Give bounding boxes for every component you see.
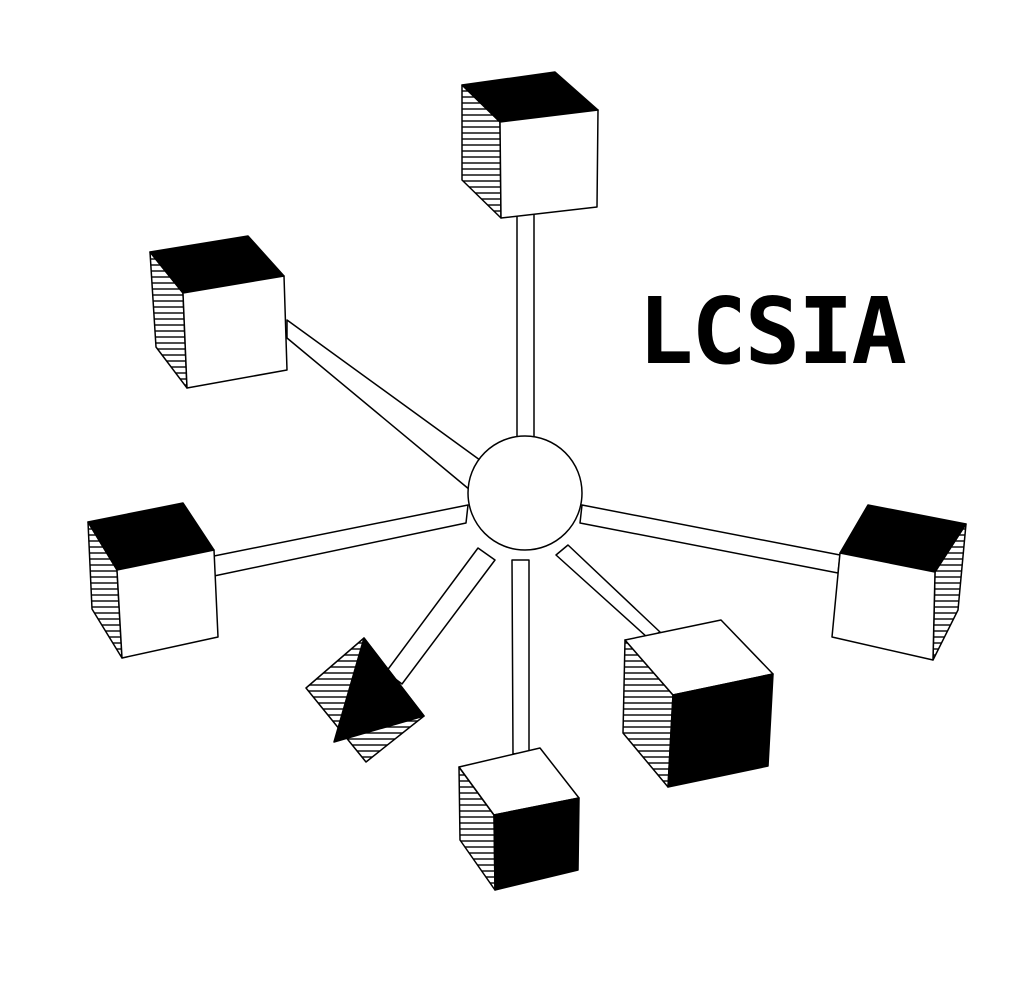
cube-nodes [87,71,967,891]
spoke-left [213,504,469,577]
logo-wordmark: LCSIA [638,278,907,385]
spoke-lower-left [385,547,496,685]
cube-front-face [493,797,580,891]
tetrahedron-node [305,637,425,763]
spoke-bottom [511,559,530,755]
hub-joints [469,437,581,549]
cube-front-face [182,275,288,389]
spoke-upper-left [286,319,485,491]
cube-top [461,71,599,219]
cube-front-face [499,109,599,219]
spokes [213,209,841,755]
tetrahedron-face [333,637,425,743]
cube-front-face [831,552,936,661]
spoke-right [579,504,841,574]
cube-left [87,502,219,659]
spoke-lower-right [555,544,661,639]
cube-front-face [116,549,219,659]
cube-lower-right [622,619,774,788]
cube-bottom [458,747,580,891]
cube-upper-left [149,235,288,389]
cube-right [831,504,967,661]
cube-front-face [667,673,774,788]
spoke-top [516,209,535,448]
